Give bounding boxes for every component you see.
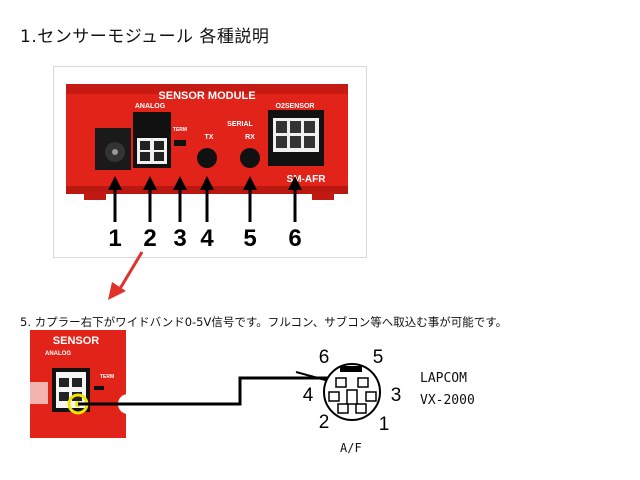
closeup-term-label: TERM [100, 374, 114, 380]
term-switch [174, 140, 186, 146]
din-type-label: A/F [340, 441, 362, 455]
callout-arrows [108, 176, 302, 222]
callout-number-3: 3 [173, 225, 186, 252]
module-rx-label: RX [245, 134, 255, 141]
din-pin-2: 2 [319, 412, 330, 433]
closeup-analog-label: ANALOG [45, 351, 71, 357]
sensor-closeup: SENSOR ANALOG TERM [30, 330, 138, 438]
module-tx-label: TX [205, 134, 214, 141]
signal-wire [78, 376, 328, 406]
lapcom-model: VX-2000 [420, 393, 475, 408]
page-title: 1.センサーモジュール 各種説明 [20, 27, 270, 47]
din-pin-4: 4 [303, 385, 314, 406]
module-o2-label: O2SENSOR [276, 103, 315, 110]
signal-note: 5. カプラー右下がワイドバンド0-5V信号です。フルコン、サブコン等へ取込む事… [20, 315, 508, 329]
module-header-label: SENSOR MODULE [158, 90, 255, 102]
din-pin-1: 1 [379, 414, 390, 435]
tx-port [197, 148, 217, 168]
module-top-band [66, 84, 348, 94]
module-model-label: SM-AFR [287, 174, 327, 185]
callout-number-5: 5 [243, 225, 256, 252]
callout-number-4: 4 [200, 225, 214, 252]
callout-number-1: 1 [108, 225, 121, 252]
red-pointer-arrow [108, 251, 144, 300]
din-pin-5: 5 [373, 347, 384, 368]
module-analog-label: ANALOG [135, 103, 166, 110]
lapcom-name: LAPCOM [420, 371, 467, 386]
rx-port [240, 148, 260, 168]
closeup-sensor-label: SENSOR [53, 335, 100, 347]
module-foot-left [84, 192, 106, 200]
module-serial-label: SERIAL [227, 121, 253, 128]
module-term-label: TERM [173, 127, 187, 133]
module-foot-right [312, 192, 334, 200]
din-pin-6: 6 [319, 347, 330, 368]
callout-number-2: 2 [143, 225, 156, 252]
callout-number-6: 6 [288, 225, 301, 252]
mini-din-connector [323, 363, 381, 421]
dc-jack-pin [112, 149, 118, 155]
din-pin-3: 3 [391, 385, 402, 406]
